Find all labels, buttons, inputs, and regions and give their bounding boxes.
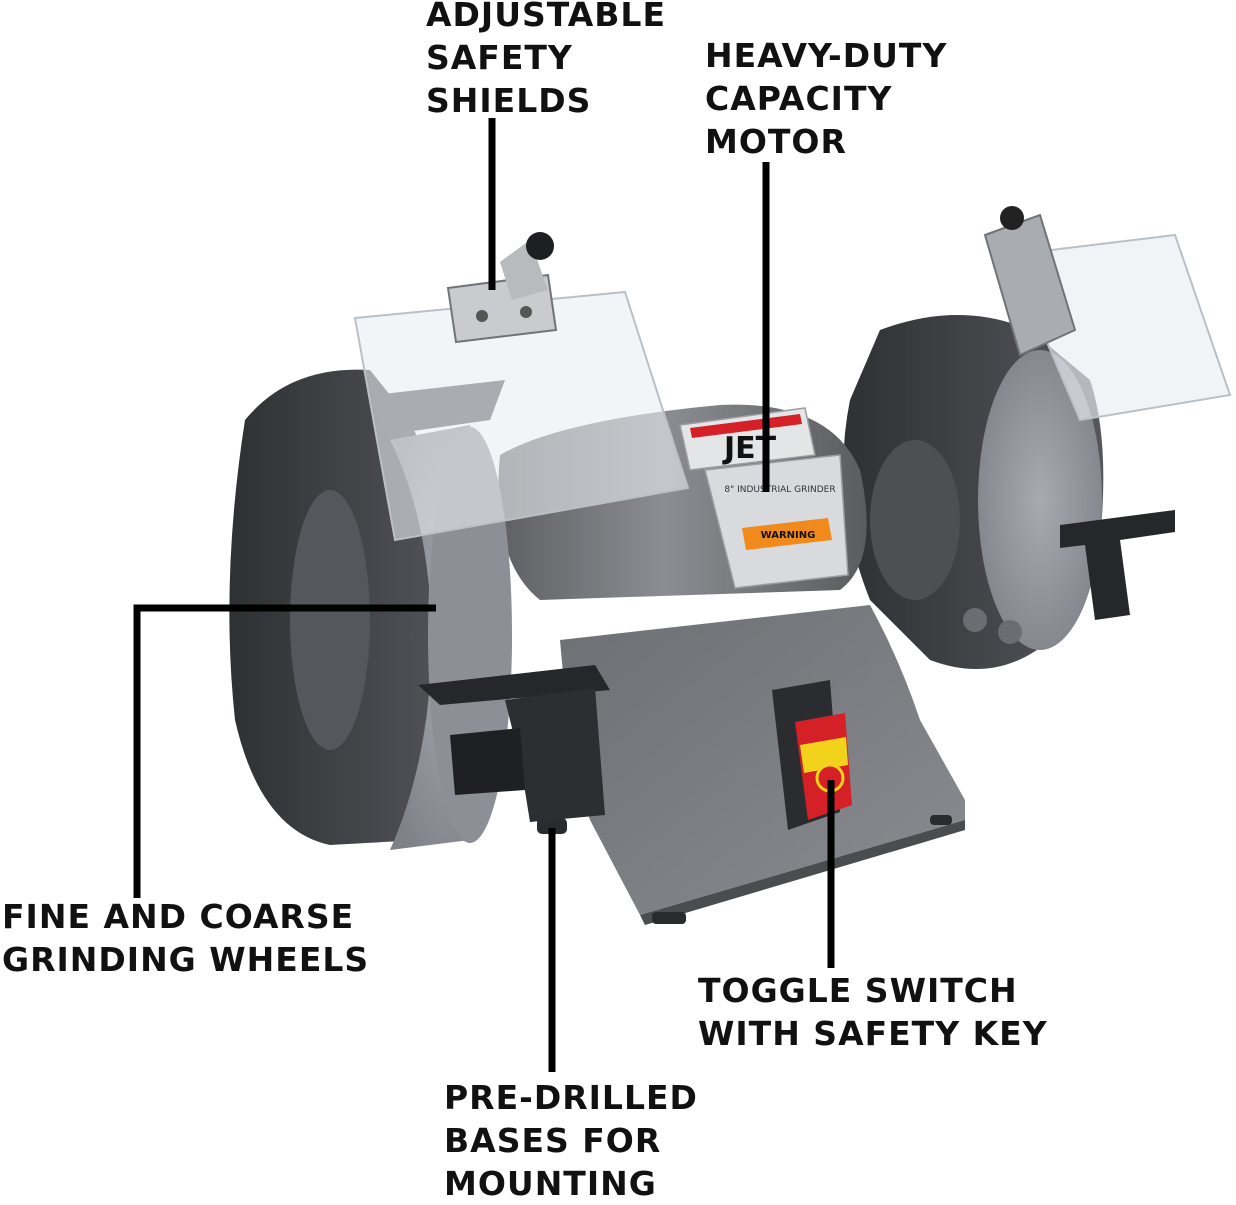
callout-bases: PRE-DRILLED BASES FOR MOUNTING: [444, 1076, 698, 1205]
callout-safety-shields: ADJUSTABLE SAFETY SHIELDS: [426, 0, 666, 122]
nameplate-title-text: 8" INDUSTRIAL GRINDER: [724, 485, 835, 495]
jet-logo-plate: JET: [679, 407, 816, 471]
leader-line-grinding-wheels: [133, 604, 436, 898]
callout-motor-line-1: HEAVY-DUTY: [705, 36, 948, 75]
callout-toggle-switch-line-1: TOGGLE SWITCH: [698, 971, 1018, 1010]
toggle-switch: [772, 680, 852, 830]
callout-safety-shields-line-2: SAFETY: [426, 38, 573, 77]
motor-nameplate: WARNING 8" INDUSTRIAL GRINDER: [704, 454, 849, 589]
callout-bases-line-2: BASES FOR: [444, 1121, 662, 1160]
mounting-hole: [537, 818, 567, 834]
warning-label-text: WARNING: [761, 530, 816, 541]
right-tool-rest: [963, 510, 1175, 644]
callout-bases-line-3: MOUNTING: [444, 1164, 657, 1203]
callout-toggle-switch-line-2: WITH SAFETY KEY: [698, 1014, 1048, 1053]
callout-grinding-wheels: FINE AND COARSE GRINDING WHEELS: [2, 895, 369, 981]
left-safety-shield: [353, 232, 690, 542]
right-grinding-wheel: [978, 350, 1102, 650]
callout-grinding-wheels-line-2: GRINDING WHEELS: [2, 940, 370, 979]
callout-motor-line-3: MOTOR: [705, 122, 847, 161]
callout-safety-shields-line-3: SHIELDS: [426, 81, 592, 120]
grinder-base: [537, 605, 965, 925]
callout-safety-shields-line-1: ADJUSTABLE: [426, 0, 666, 34]
left-tool-rest: [418, 665, 610, 822]
callout-toggle-switch: TOGGLE SWITCH WITH SAFETY KEY: [698, 969, 1048, 1055]
right-safety-shield: [983, 206, 1232, 422]
callout-motor-line-2: CAPACITY: [705, 79, 893, 118]
callout-grinding-wheels-line-1: FINE AND COARSE: [2, 897, 355, 936]
callout-motor: HEAVY-DUTY CAPACITY MOTOR: [705, 34, 947, 163]
callout-bases-line-1: PRE-DRILLED: [444, 1078, 698, 1117]
